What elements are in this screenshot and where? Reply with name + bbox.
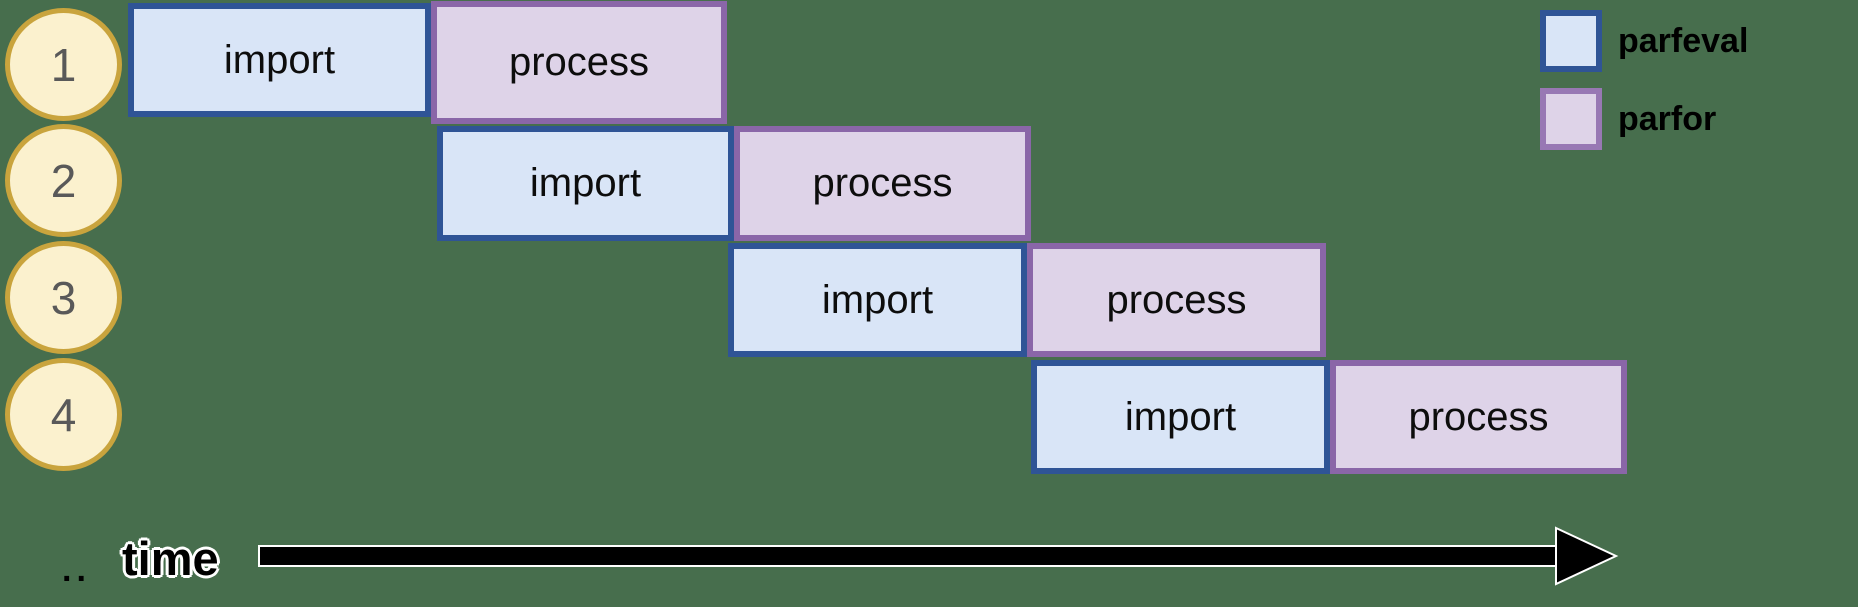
import-block-row4: import: [1031, 360, 1330, 474]
block-label: import: [1124, 394, 1237, 439]
legend-item-parfor: parfor: [1540, 88, 1716, 150]
process-block-row1: process: [431, 1, 727, 124]
block-label: import: [529, 161, 642, 205]
parfeval-swatch-icon: [1540, 10, 1602, 72]
block-label: process: [508, 40, 650, 84]
legend-item-parfeval: parfeval: [1540, 10, 1748, 72]
import-block-row1: import: [128, 3, 431, 117]
worker-circle-3: 3: [5, 241, 122, 354]
block-label: process: [812, 161, 953, 205]
worker-number: 3: [50, 271, 77, 324]
import-block-row3: import: [728, 243, 1027, 357]
worker-number: 4: [50, 388, 77, 441]
block-label: process: [1408, 394, 1549, 439]
block-label: import: [223, 37, 336, 82]
legend-label: parfeval: [1618, 21, 1749, 60]
process-block-row2: process: [734, 126, 1031, 241]
time-label: time: [122, 532, 219, 585]
ellipsis-dots: ..: [62, 551, 91, 589]
worker-circle-2: 2: [5, 124, 122, 237]
process-block-row4: process: [1330, 360, 1627, 474]
block-label: process: [1106, 277, 1247, 322]
block-label: import: [821, 277, 934, 322]
worker-number: 2: [50, 154, 77, 207]
process-block-row3: process: [1027, 243, 1326, 357]
import-block-row2: import: [437, 126, 734, 241]
worker-circle-4: 4: [5, 358, 122, 471]
parfor-swatch-icon: [1540, 88, 1602, 150]
legend-label: parfor: [1618, 99, 1717, 138]
worker-number: 1: [50, 38, 77, 91]
worker-circle-1: 1: [5, 8, 122, 121]
